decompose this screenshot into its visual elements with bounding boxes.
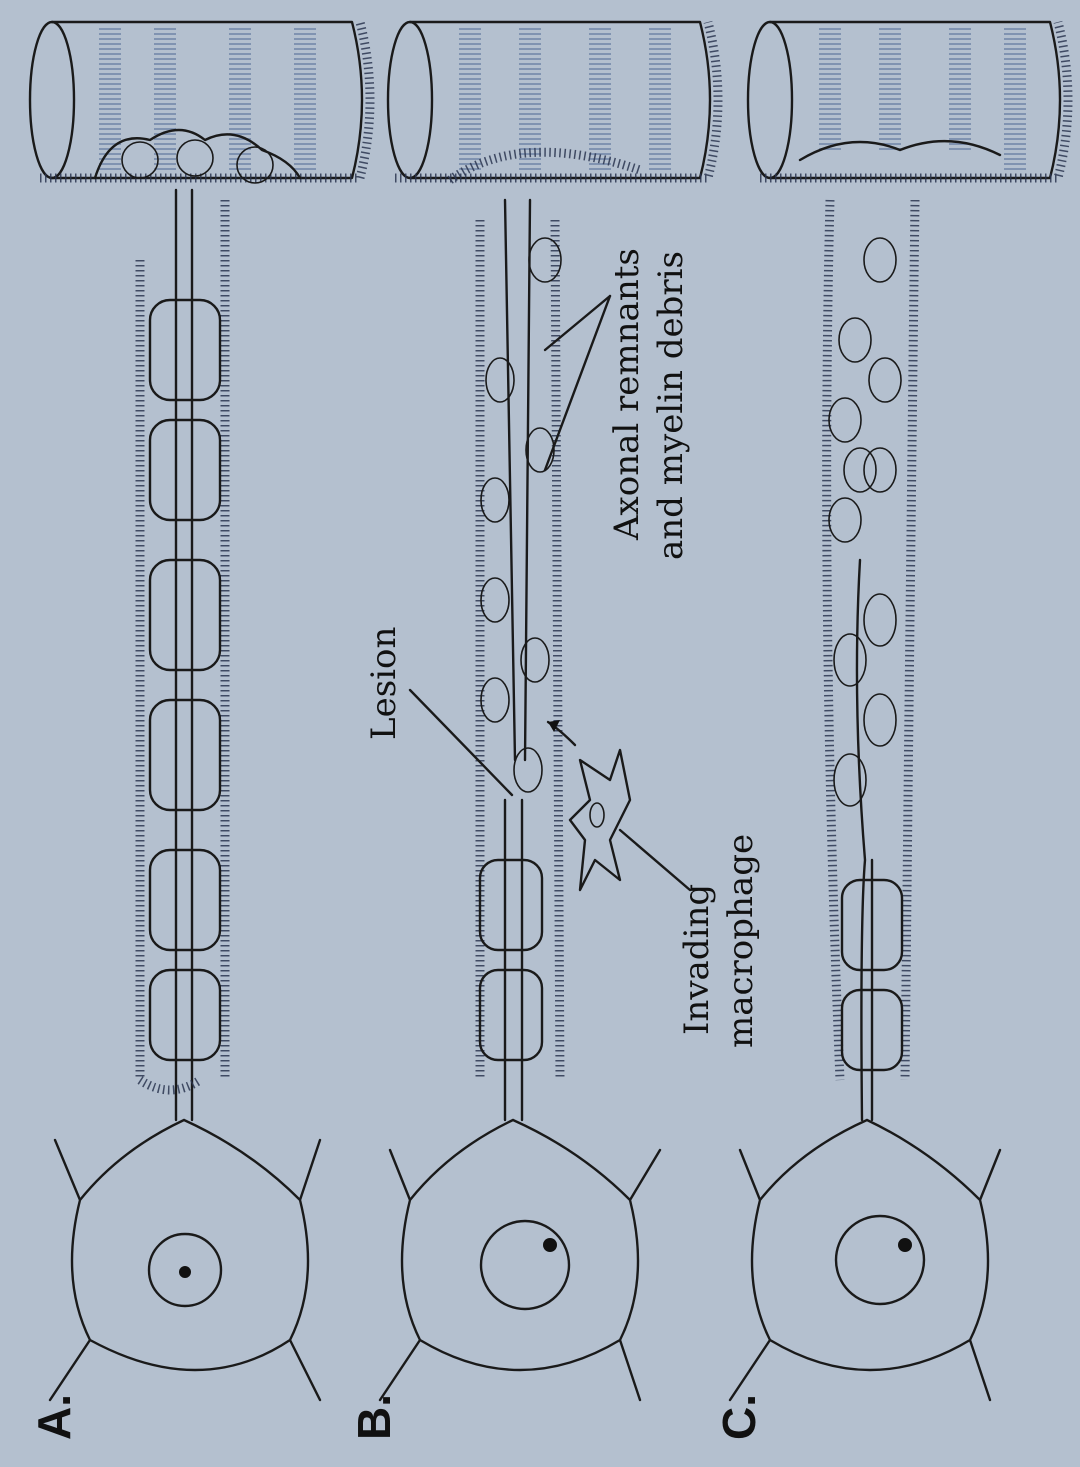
neuron-cell-body-b	[380, 1120, 660, 1400]
muscle-fiber-c	[748, 22, 1068, 178]
callout-macrophage: Invading macrophage	[620, 830, 761, 1048]
panel-b: Axonal remnants and myelin debris Lesion…	[348, 22, 761, 1440]
label-macrophage-line1: Invading	[677, 884, 717, 1035]
callout-axonal-remnants: Axonal remnants and myelin debris	[545, 248, 691, 560]
schwann-cell-tube-c	[827, 200, 915, 1120]
neuron-cell-body-a	[50, 1120, 320, 1400]
label-axonal-remnants-line2: and myelin debris	[651, 251, 691, 560]
label-macrophage-line2: macrophage	[721, 834, 761, 1048]
muscle-fiber-a	[30, 22, 370, 178]
panel-c: C.	[713, 22, 1068, 1440]
panel-label-b: B.	[348, 1394, 400, 1440]
callout-lesion: Lesion	[364, 627, 512, 795]
panel-label-c: C.	[713, 1394, 765, 1440]
label-lesion: Lesion	[364, 627, 404, 740]
neuron-cell-body-c	[730, 1120, 1000, 1400]
myelinated-axon-a	[140, 190, 225, 1120]
degenerating-axon-b	[480, 200, 561, 1120]
muscle-fiber-b	[388, 22, 718, 180]
panel-a: A.	[28, 22, 370, 1440]
label-axonal-remnants-line1: Axonal remnants	[607, 248, 647, 541]
panel-label-a: A.	[28, 1394, 80, 1440]
